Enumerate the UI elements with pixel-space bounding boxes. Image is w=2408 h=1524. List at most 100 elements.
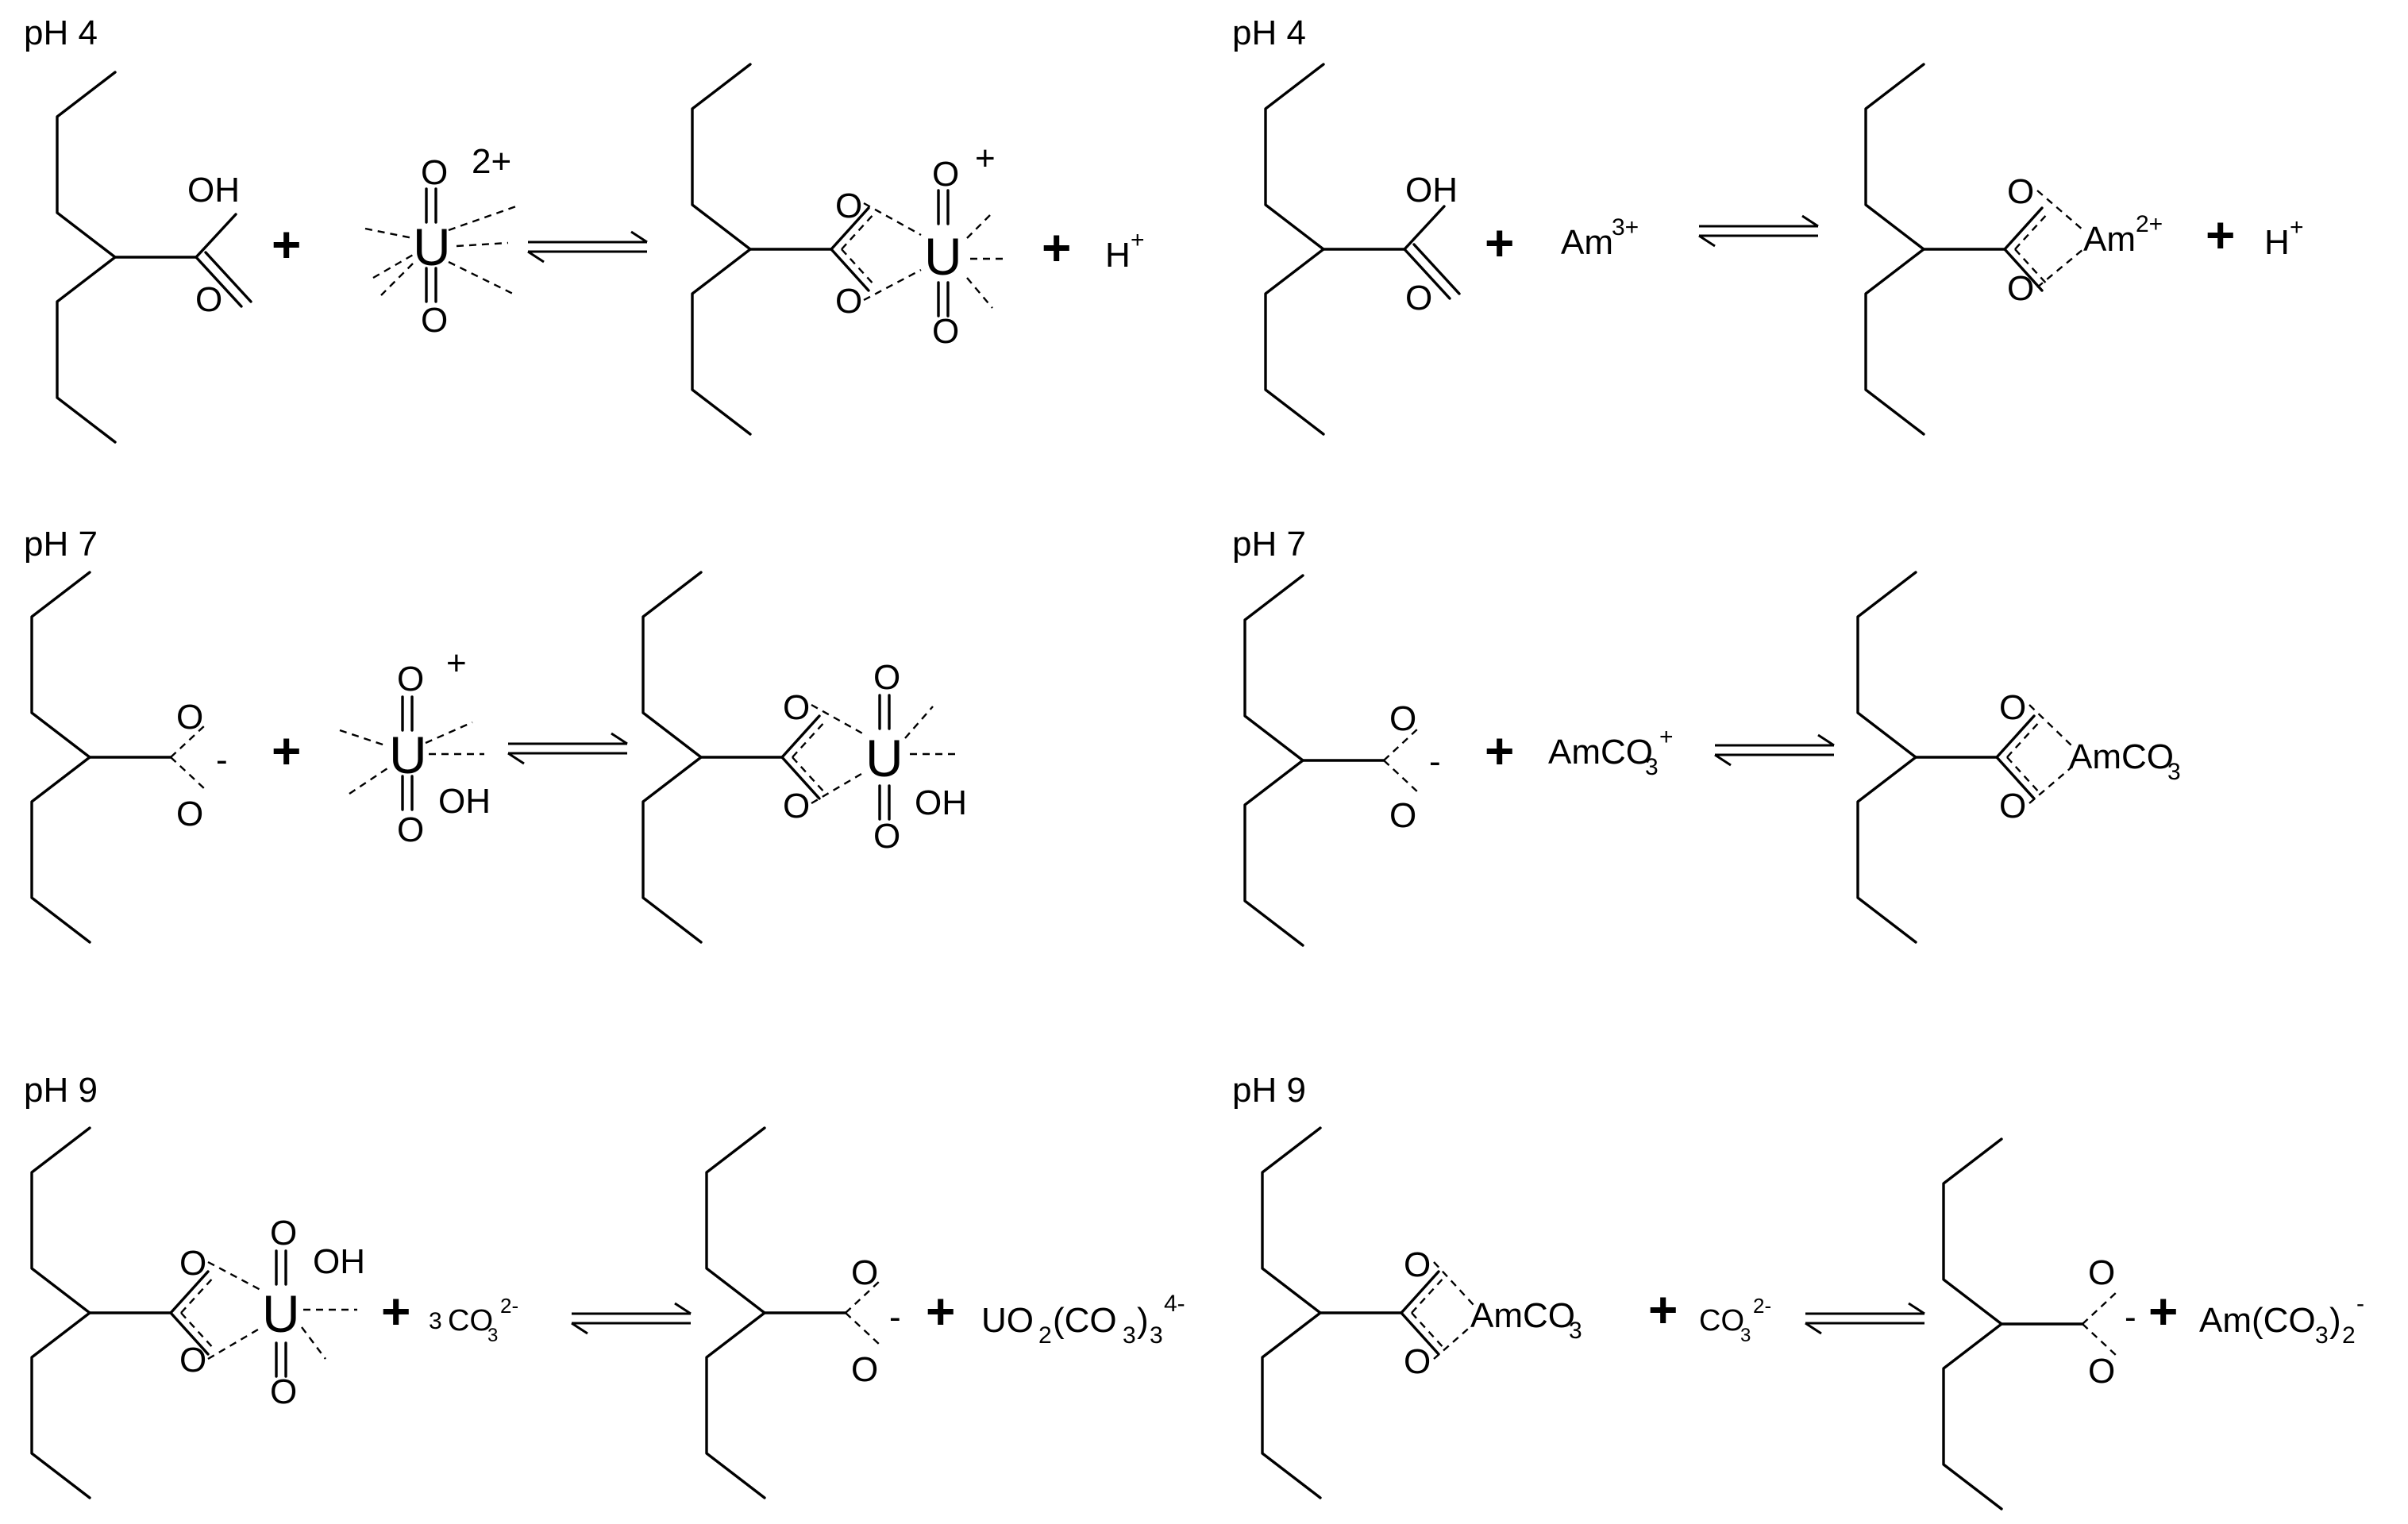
hydroxide-label: OH bbox=[438, 782, 491, 821]
product-part-b: (CO bbox=[1053, 1301, 1117, 1340]
valproate-anion bbox=[1942, 1137, 2118, 1511]
uranyl-oxo-top: O bbox=[397, 660, 424, 698]
equilibrium-arrow bbox=[526, 230, 649, 264]
complex-base: AmCO bbox=[1470, 1296, 1575, 1335]
plus-sign: + bbox=[1485, 214, 1514, 271]
valproate-anion bbox=[30, 571, 206, 944]
uranyl-complex bbox=[691, 63, 877, 436]
chelate-oxygen-2: O bbox=[1404, 1342, 1431, 1381]
uranium-atom: U bbox=[413, 217, 451, 276]
am-ph7-reaction: pH 7 O O - + AmCO 3 + O O AmCO 3 bbox=[1232, 525, 2181, 947]
plus-sign: + bbox=[926, 1283, 955, 1340]
anion-charge: - bbox=[2125, 1298, 2136, 1337]
chelate-oxygen-2: O bbox=[179, 1341, 206, 1380]
uranyl-oxo-bottom: O bbox=[421, 301, 448, 340]
americium-complex bbox=[1864, 63, 2050, 436]
uranyl-oxo-top: O bbox=[421, 153, 448, 192]
anion-oxygen-2: O bbox=[1389, 796, 1416, 835]
chelate-oxygen-2: O bbox=[2007, 269, 2034, 308]
ph-label: pH 4 bbox=[1232, 13, 1306, 52]
americium-ion: Am 3+ bbox=[1561, 214, 1639, 262]
plus-sign: + bbox=[272, 216, 301, 273]
americium-carbonate-ion: AmCO 3 + bbox=[1548, 724, 1674, 780]
chelate-oxygen-1: O bbox=[783, 688, 810, 727]
complex-oxo-top: O bbox=[932, 155, 959, 194]
valproic-acid bbox=[56, 71, 252, 444]
americium-carbonate-complex bbox=[1261, 1126, 1447, 1499]
chelate-oxygen-1: O bbox=[179, 1244, 206, 1283]
am-ph4-reaction: pH 4 OH O + Am 3+ O O Am 2+ + H + bbox=[1232, 13, 2304, 436]
plus-sign: + bbox=[2206, 206, 2235, 264]
equilibrium-arrow bbox=[507, 732, 629, 765]
anion-charge: - bbox=[216, 741, 228, 779]
u-ph4-reaction: pH 4 OH O + O U O 2+ O O bbox=[24, 13, 1145, 444]
product-sub-2: 2 bbox=[2342, 1322, 2356, 1349]
uranyl-hydroxide-complex bbox=[641, 571, 827, 944]
valproate-anion bbox=[1243, 574, 1420, 947]
complex-charge: 2+ bbox=[2136, 211, 2163, 237]
product-part-b: ) bbox=[2329, 1301, 2341, 1340]
proton-symbol: H bbox=[2264, 223, 2290, 262]
carbonate-charge: 2- bbox=[500, 1294, 518, 1318]
carbonate-reagent: 3 CO 3 2- bbox=[429, 1294, 518, 1346]
plus-sign: + bbox=[272, 722, 301, 779]
complex-oxo-bottom: O bbox=[270, 1372, 297, 1411]
anion-oxygen-2: O bbox=[851, 1350, 878, 1389]
carbonate-reagent: CO 3 2- bbox=[1699, 1294, 1771, 1346]
hydroxyl-label: OH bbox=[187, 171, 240, 210]
product-sub-1: 3 bbox=[2315, 1322, 2329, 1349]
ph-label: pH 9 bbox=[24, 1071, 98, 1110]
equilibrium-arrow bbox=[1804, 1302, 1926, 1335]
carbonate-charge: 2- bbox=[1753, 1294, 1771, 1318]
u-ph7-reaction: pH 7 O O - + O U O OH + O O bbox=[24, 525, 967, 944]
complex-oxo-bottom: O bbox=[932, 312, 959, 351]
proton-charge: + bbox=[2290, 214, 2304, 241]
equilibrium-arrow bbox=[1713, 733, 1836, 767]
anion-oxygen-1: O bbox=[851, 1253, 878, 1292]
chelate-oxygen-1: O bbox=[835, 187, 862, 225]
chelate-oxygen-1: O bbox=[1404, 1245, 1431, 1284]
plus-sign: + bbox=[1042, 219, 1071, 276]
anion-oxygen-1: O bbox=[1389, 699, 1416, 738]
chelate-oxygen-2: O bbox=[783, 787, 810, 826]
product-charge: - bbox=[2356, 1291, 2364, 1317]
carbonyl-oxygen-label: O bbox=[1405, 279, 1432, 318]
ion-subscript: 3 bbox=[1645, 754, 1659, 780]
anion-charge: - bbox=[1429, 742, 1441, 781]
americium-carbonate-center: AmCO 3 bbox=[2069, 737, 2181, 785]
chelate-oxygen-2: O bbox=[835, 282, 862, 321]
carbonate-coefficient: 3 bbox=[429, 1308, 442, 1334]
carbonate-base: CO bbox=[1699, 1304, 1744, 1337]
complex-metal: Am bbox=[2083, 220, 2136, 259]
ion-charge: + bbox=[446, 644, 467, 683]
complex-subscript: 3 bbox=[1569, 1318, 1582, 1344]
americium-charge: 3+ bbox=[1612, 214, 1639, 241]
ion-charge: + bbox=[1659, 724, 1674, 750]
americium-carbonate-complex bbox=[1856, 571, 2042, 944]
u-ph9-reaction: pH 9 O O O U O OH + 3 CO 3 2- O O - + UO bbox=[24, 1071, 1185, 1499]
product-charge: 4- bbox=[1164, 1291, 1185, 1317]
complex-oxo-top: O bbox=[270, 1214, 297, 1253]
complex-uranium: U bbox=[865, 729, 903, 787]
complex-uranium: U bbox=[924, 227, 962, 286]
ion-base: AmCO bbox=[1548, 733, 1653, 772]
product-sub-3: 3 bbox=[1150, 1322, 1163, 1349]
product-sub-1: 2 bbox=[1038, 1322, 1052, 1349]
anion-charge: - bbox=[889, 1298, 901, 1337]
carbonate-subscript: 3 bbox=[487, 1325, 498, 1346]
ph-label: pH 7 bbox=[1232, 525, 1306, 564]
complex-oxo-bottom: O bbox=[873, 817, 900, 856]
product-part-c: ) bbox=[1137, 1301, 1149, 1340]
uranyl-hydroxide-ion: O U O OH + bbox=[339, 644, 491, 849]
ph-label: pH 7 bbox=[24, 525, 98, 564]
complex-base: AmCO bbox=[2069, 737, 2174, 776]
hydroxyl-label: OH bbox=[1405, 171, 1458, 210]
valproate-anion bbox=[705, 1126, 881, 1499]
chelate-oxygen-2: O bbox=[1999, 787, 2026, 826]
product-part-a: UO bbox=[981, 1301, 1034, 1340]
proton-symbol: H bbox=[1105, 236, 1131, 275]
plus-sign: + bbox=[1648, 1281, 1678, 1338]
uranyl-oxo-bottom: O bbox=[397, 810, 424, 849]
product-part-a: Am(CO bbox=[2199, 1301, 2316, 1340]
carbonate-base: CO bbox=[448, 1304, 493, 1337]
